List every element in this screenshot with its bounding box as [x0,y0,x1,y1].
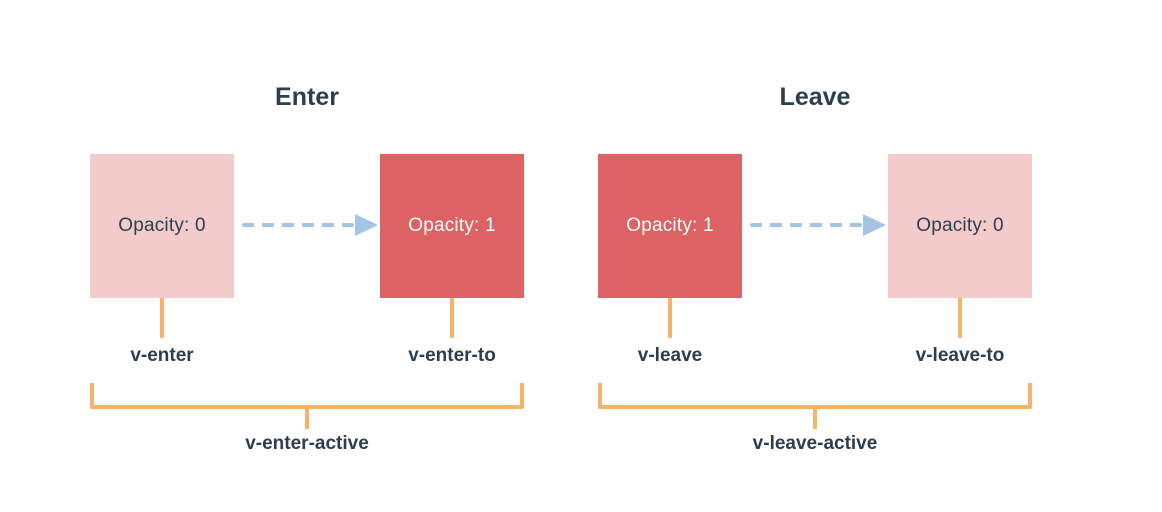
arrow-head-icon [355,214,378,236]
bracket-stem [305,409,309,429]
bracket-stem [813,409,817,429]
connector-line-start [160,298,164,338]
connector-line-start [668,298,672,338]
box-label: Opacity: 1 [626,215,714,236]
class-label-end: v-leave-to [915,345,1005,366]
dashed-arrow-line [242,223,354,227]
opacity-box-start: Opacity: 1 [598,154,742,298]
section-title: Enter [275,83,339,111]
box-label: Opacity: 0 [118,215,206,236]
opacity-box-start: Opacity: 0 [90,154,234,298]
active-bracket [90,383,524,409]
class-label-start: v-enter [130,345,194,366]
opacity-box-end: Opacity: 0 [888,154,1032,298]
class-label-start: v-leave [637,345,703,366]
connector-line-end [450,298,454,338]
box-label: Opacity: 0 [916,215,1004,236]
dashed-arrow-line [750,223,862,227]
class-label-end: v-enter-to [408,345,496,366]
active-bracket [598,383,1032,409]
active-class-label: v-leave-active [752,433,878,454]
section-leave: Leave Opacity: 1 Opacity: 0 v-leave v-le… [598,0,1032,512]
arrow-head-icon [863,214,886,236]
connector-line-end [958,298,962,338]
box-label: Opacity: 1 [408,215,496,236]
opacity-box-end: Opacity: 1 [380,154,524,298]
active-class-label: v-enter-active [245,433,369,454]
section-enter: Enter Opacity: 0 Opacity: 1 v-enter v-en… [90,0,524,512]
section-title: Leave [779,83,851,111]
